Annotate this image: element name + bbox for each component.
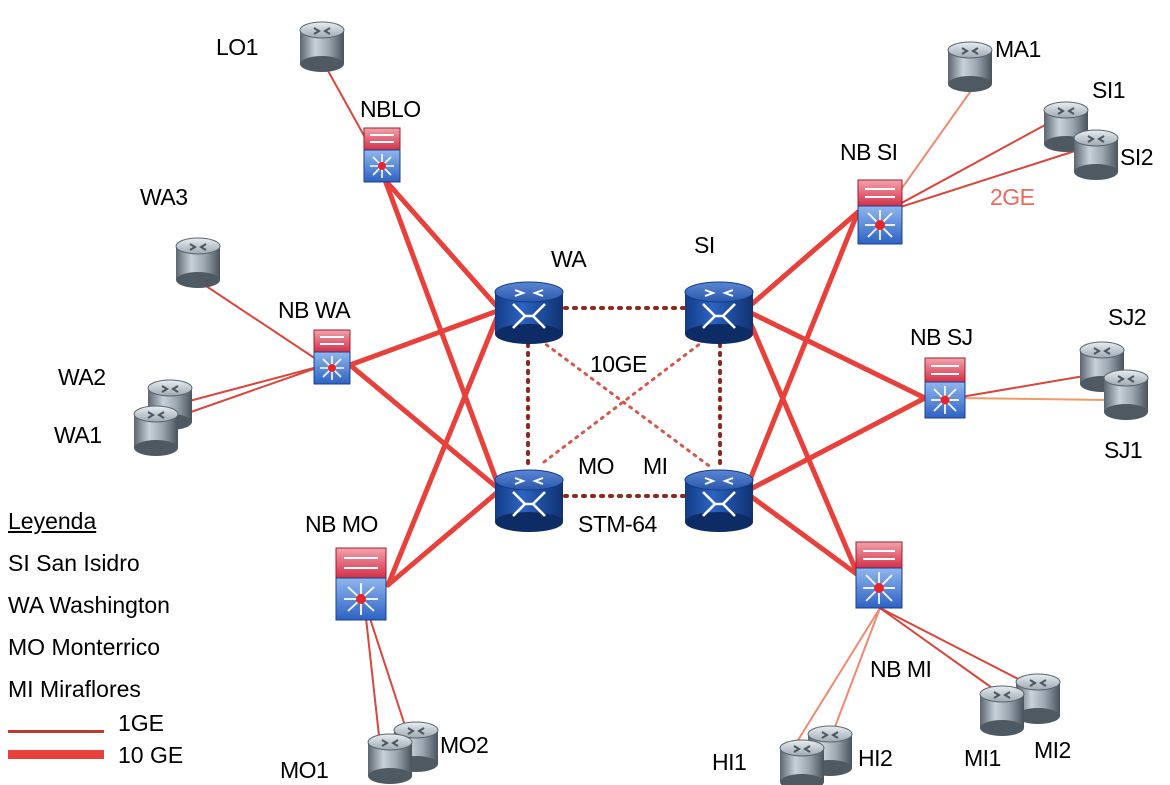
link-nblo-wa (382, 177, 503, 313)
label-nbsj: NB SJ (910, 324, 973, 350)
legend-label-10ge: 10 GE (118, 742, 184, 768)
label-si: SI (694, 232, 715, 258)
aggregation-links (347, 177, 928, 588)
node-labels: LO1 NBLO WA3 NB WA WA2 WA1 WA SI 10GE MO… (54, 34, 1154, 783)
link-mo2-nbmo (363, 599, 409, 736)
legend-title: Leyenda (8, 508, 97, 534)
link-si-nbsi (742, 209, 861, 313)
router-mo (494, 469, 564, 532)
label-hi1: HI1 (712, 749, 746, 775)
legend: Leyenda SI San Isidro WA Washington MO M… (8, 508, 248, 780)
device-si1 (1043, 101, 1089, 152)
device-si2 (1073, 129, 1119, 180)
link-hi1-nbmi (794, 607, 881, 746)
label-nblo: NBLO (360, 96, 421, 122)
legend-line-1ge (8, 730, 104, 733)
label-wa1: WA1 (54, 422, 102, 448)
device-wa3 (175, 237, 221, 288)
link-hi2-nbmi (829, 607, 881, 741)
legend-entry-si: SI San Isidro (8, 550, 140, 576)
access-devices (133, 21, 1149, 785)
switch-nblo (363, 127, 401, 183)
label-wa: WA (551, 246, 587, 272)
link-mi-nbmi (742, 489, 861, 578)
access-links (167, 59, 1111, 746)
label-mi2: MI2 (1034, 737, 1071, 763)
switch-nbmi (855, 541, 903, 609)
link-mi2-nbmi (879, 607, 1031, 686)
label-nbmi: NB MI (870, 656, 931, 682)
label-ma1: MA1 (995, 36, 1041, 62)
core-link-si-mo (538, 338, 707, 467)
label-10ge: 10GE (590, 351, 647, 377)
link-wa3-nbwa (199, 281, 326, 366)
core-cross-links (538, 338, 714, 470)
legend-entry-mi: MI Miraflores (8, 676, 141, 702)
label-si2: SI2 (1120, 144, 1153, 170)
label-wa3: WA3 (140, 184, 188, 210)
device-ma1 (947, 41, 993, 92)
label-nbmo: NB MO (305, 511, 378, 537)
device-mi1 (979, 685, 1025, 736)
link-si-nbmi (742, 307, 861, 578)
label-2ge: 2GE (990, 184, 1035, 210)
switch-nbsj (924, 357, 966, 419)
label-lo1: LO1 (216, 34, 258, 60)
link-mi-nbsj (742, 395, 928, 495)
device-mo1 (367, 733, 413, 784)
label-nbwa: NB WA (278, 297, 351, 323)
label-mo1: MO1 (280, 757, 328, 783)
router-mi (684, 469, 754, 532)
legend-label-1ge: 1GE (118, 710, 165, 736)
link-sj2-nbsj (954, 374, 1091, 399)
label-sj2: SJ2 (1108, 304, 1146, 330)
label-mo2: MO2 (440, 732, 488, 758)
switch-nbwa (313, 329, 351, 385)
link-nbmo-mo (385, 487, 503, 588)
label-si1: SI1 (1092, 77, 1125, 103)
device-wa1 (133, 405, 179, 456)
label-sj1: SJ1 (1104, 437, 1142, 463)
label-stm64: STM-64 (578, 511, 658, 537)
label-nbsi: NB SI (840, 139, 898, 165)
link-nbmo-wa (385, 307, 503, 588)
device-sj1 (1103, 369, 1149, 420)
device-hi1 (779, 739, 825, 785)
link-si2-nbsi (884, 149, 1079, 213)
link-si-nbsj (742, 307, 928, 401)
link-mi1-nbmi (879, 607, 996, 691)
link-mo1-nbmo (363, 599, 381, 746)
legend-entry-wa: WA Washington (8, 592, 170, 618)
label-mi1: MI1 (964, 745, 1001, 771)
link-nbwa-wa (347, 307, 503, 368)
core-link-wa-mi (538, 338, 714, 470)
link-si1-nbsi (884, 124, 1046, 213)
core-routers (494, 281, 754, 532)
label-mi: MI (643, 453, 668, 479)
link-wa2-nbwa (177, 364, 326, 405)
link-mi-nbsi (742, 209, 861, 495)
label-mo: MO (578, 453, 614, 479)
label-wa2: WA2 (58, 364, 106, 390)
device-lo1 (299, 21, 345, 72)
label-hi2: HI2 (858, 745, 892, 771)
aggregation-switches (313, 127, 966, 621)
legend-entry-mo: MO Monterrico (8, 634, 161, 660)
router-wa (494, 281, 564, 344)
link-nbwa-mo (347, 362, 503, 493)
legend-line-10ge (8, 750, 104, 759)
router-si (684, 281, 754, 344)
core-mesh (526, 306, 722, 498)
link-sj1-nbsj (954, 397, 1111, 401)
switch-nbmo (335, 547, 387, 621)
link-wa1-nbwa (167, 364, 326, 421)
link-nblo-mo (382, 177, 503, 493)
switch-nbsi (857, 179, 903, 245)
